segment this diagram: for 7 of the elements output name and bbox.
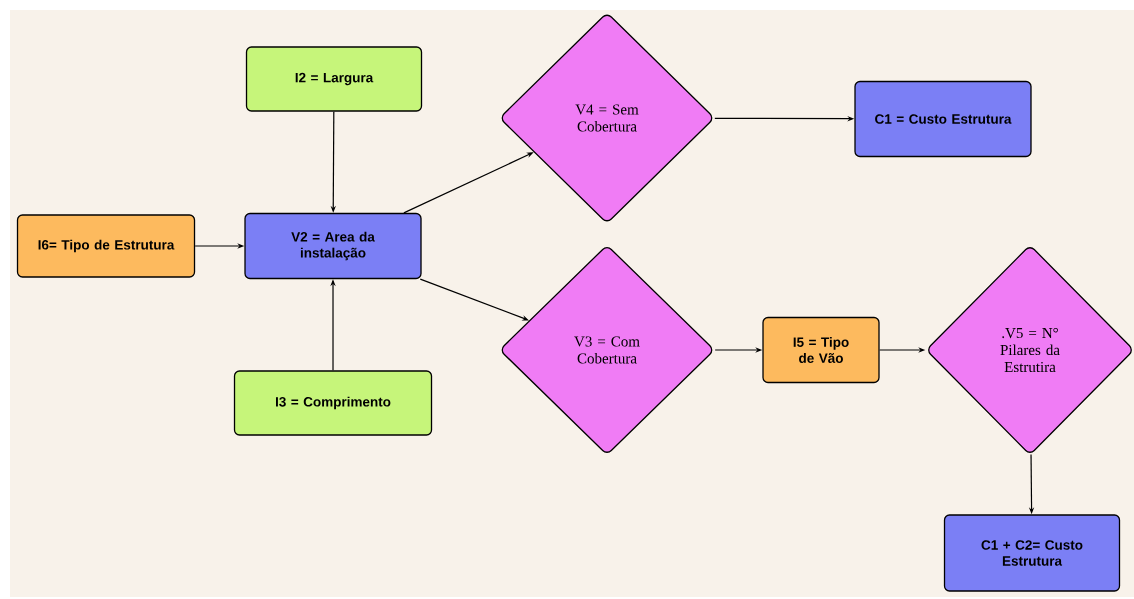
process-box: V2 = Area da instalação: [244, 212, 422, 280]
process-box: I5 = Tipo de Vão: [762, 316, 880, 384]
process-box: I6= Tipo de Estrutura: [16, 214, 196, 278]
process-box: I2 = Largura: [245, 46, 423, 112]
process-box: C1 = Custo Estrutura: [854, 80, 1032, 158]
process-box: I3 = Comprimento: [233, 370, 433, 436]
process-box: C1 + C2= Custo Estrutura: [943, 514, 1121, 592]
